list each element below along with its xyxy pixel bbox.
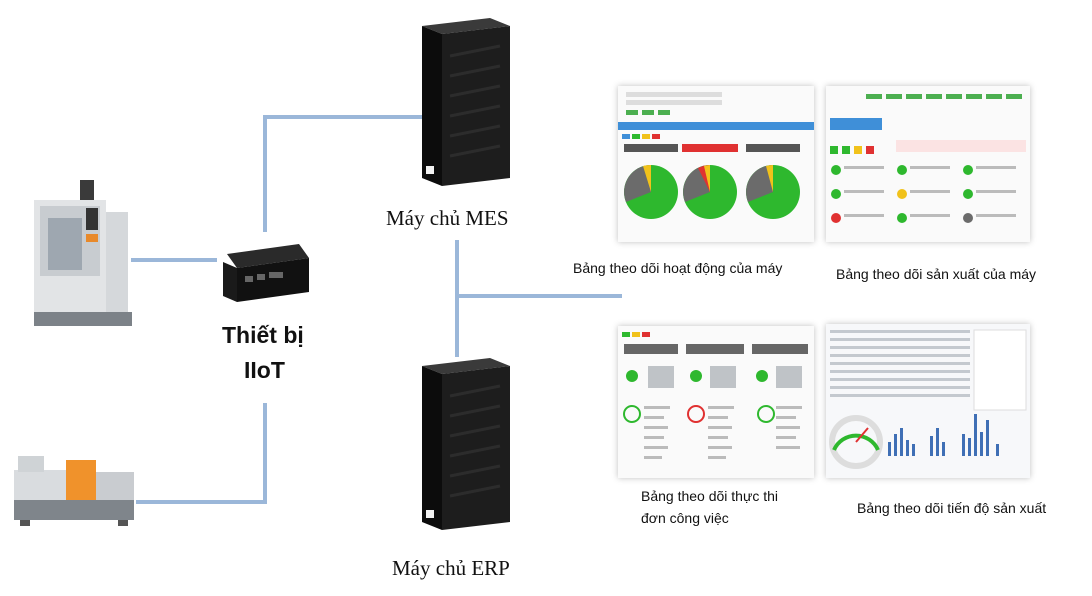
machine-activity-dashboard-caption: Bảng theo dõi hoạt động của máy	[573, 260, 783, 276]
iiot-label-line2: IIoT	[244, 357, 285, 383]
work-order-execution-dashboard-thumbnail	[618, 326, 814, 478]
machine-production-dashboard-thumbnail	[826, 86, 1030, 242]
injection-molding-machine-icon	[14, 456, 134, 526]
cnc-machine-icon	[34, 180, 132, 326]
iiot-gateway-icon	[223, 244, 309, 302]
machine-production-dashboard-caption: Bảng theo dõi sản xuất của máy	[836, 266, 1037, 282]
iiot-label-line1: Thiết bị	[222, 322, 304, 348]
work-order-dashboard-caption-line1: Bảng theo dõi thực thi	[641, 488, 779, 504]
iiot-to-mes-line	[263, 115, 422, 232]
machine-activity-dashboard-thumbnail	[618, 86, 814, 242]
work-order-dashboard-caption-line2: đơn công việc	[641, 510, 729, 526]
erp-server-icon	[422, 358, 510, 530]
iiot-to-injection-line	[136, 403, 267, 504]
mes-server-label: Máy chủ MES	[386, 206, 509, 230]
production-progress-dashboard-caption: Bảng theo dõi tiến độ sản xuất	[857, 500, 1047, 516]
mes-server-icon	[422, 18, 510, 186]
erp-server-label: Máy chủ ERP	[392, 556, 510, 580]
production-progress-dashboard-thumbnail	[826, 324, 1030, 478]
